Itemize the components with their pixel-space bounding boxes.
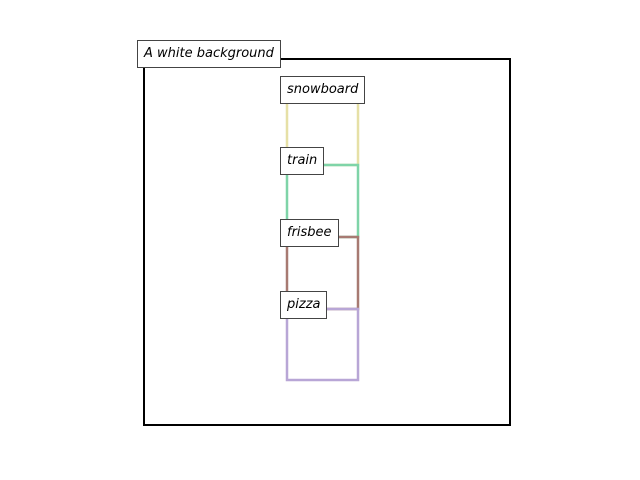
pizza-box: [285, 307, 360, 382]
background-frame: [143, 58, 511, 426]
frisbee-label: frisbee: [280, 219, 339, 247]
background-caption: A white background: [137, 40, 281, 68]
snowboard-label: snowboard: [280, 76, 366, 104]
train-label: train: [280, 147, 325, 175]
pizza-label: pizza: [280, 291, 328, 319]
